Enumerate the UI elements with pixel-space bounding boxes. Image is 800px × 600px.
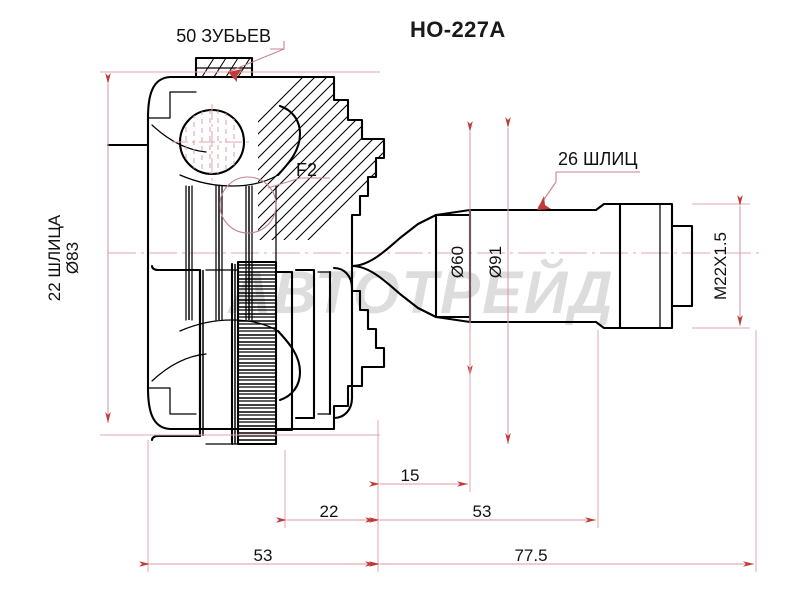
part-number-text: HO-227A <box>410 17 506 42</box>
threaded-shaft-end <box>594 202 694 330</box>
dim-label-thread: M22X1.5 <box>711 232 730 300</box>
watermark: АВТОТРЕЙД <box>226 258 615 326</box>
dim-label-diameter-60: Ø60 <box>448 246 467 278</box>
dim-label-diameter-83: Ø83 <box>63 242 82 274</box>
dimension-chain-22-53: 22 53 <box>276 330 599 528</box>
dim-label-77-5: 77.5 <box>514 546 547 565</box>
ball-shading <box>185 110 235 174</box>
dim-label-53-upper: 53 <box>473 502 492 521</box>
dim-label-53-lower: 53 <box>254 546 273 565</box>
watermark-text: АВТОТРЕЙД <box>226 258 615 326</box>
label-detail-f2: F2 <box>296 160 317 180</box>
dimension-diameter-83: Ø83 22 ШЛИЦА <box>45 71 380 436</box>
dim-label-splines-22: 22 ШЛИЦА <box>45 214 64 301</box>
dim-label-22: 22 <box>320 502 339 521</box>
part-number-title: HO-227A <box>410 17 506 42</box>
stepped-shaft <box>274 266 354 432</box>
label-splines-26: 26 ШЛИЦ <box>558 149 638 169</box>
label-teeth-50: 50 ЗУБЬЕВ <box>176 26 271 46</box>
leader-detail-f2: F2 <box>219 160 330 234</box>
dim-label-15: 15 <box>401 466 420 485</box>
dimension-chain-53-775: 53 77.5 <box>139 330 757 572</box>
dimension-diameter-91: Ø91 <box>486 117 511 444</box>
dimension-thread-m22: M22X1.5 <box>692 195 750 329</box>
dim-label-diameter-91: Ø91 <box>486 246 505 278</box>
leader-teeth-50: 50 ЗУБЬЕВ <box>176 26 285 83</box>
boot-cone-and-shaft <box>350 208 598 324</box>
cage-slot-dark <box>188 186 250 320</box>
leader-splines-26: 26 ШЛИЦ <box>537 149 640 210</box>
shaft-boot-section <box>150 262 239 446</box>
dimension-15: 15 <box>369 330 471 492</box>
detail-circle-f2 <box>219 176 277 234</box>
tone-ring-teeth <box>238 264 276 441</box>
abs-tone-ring <box>236 260 278 446</box>
